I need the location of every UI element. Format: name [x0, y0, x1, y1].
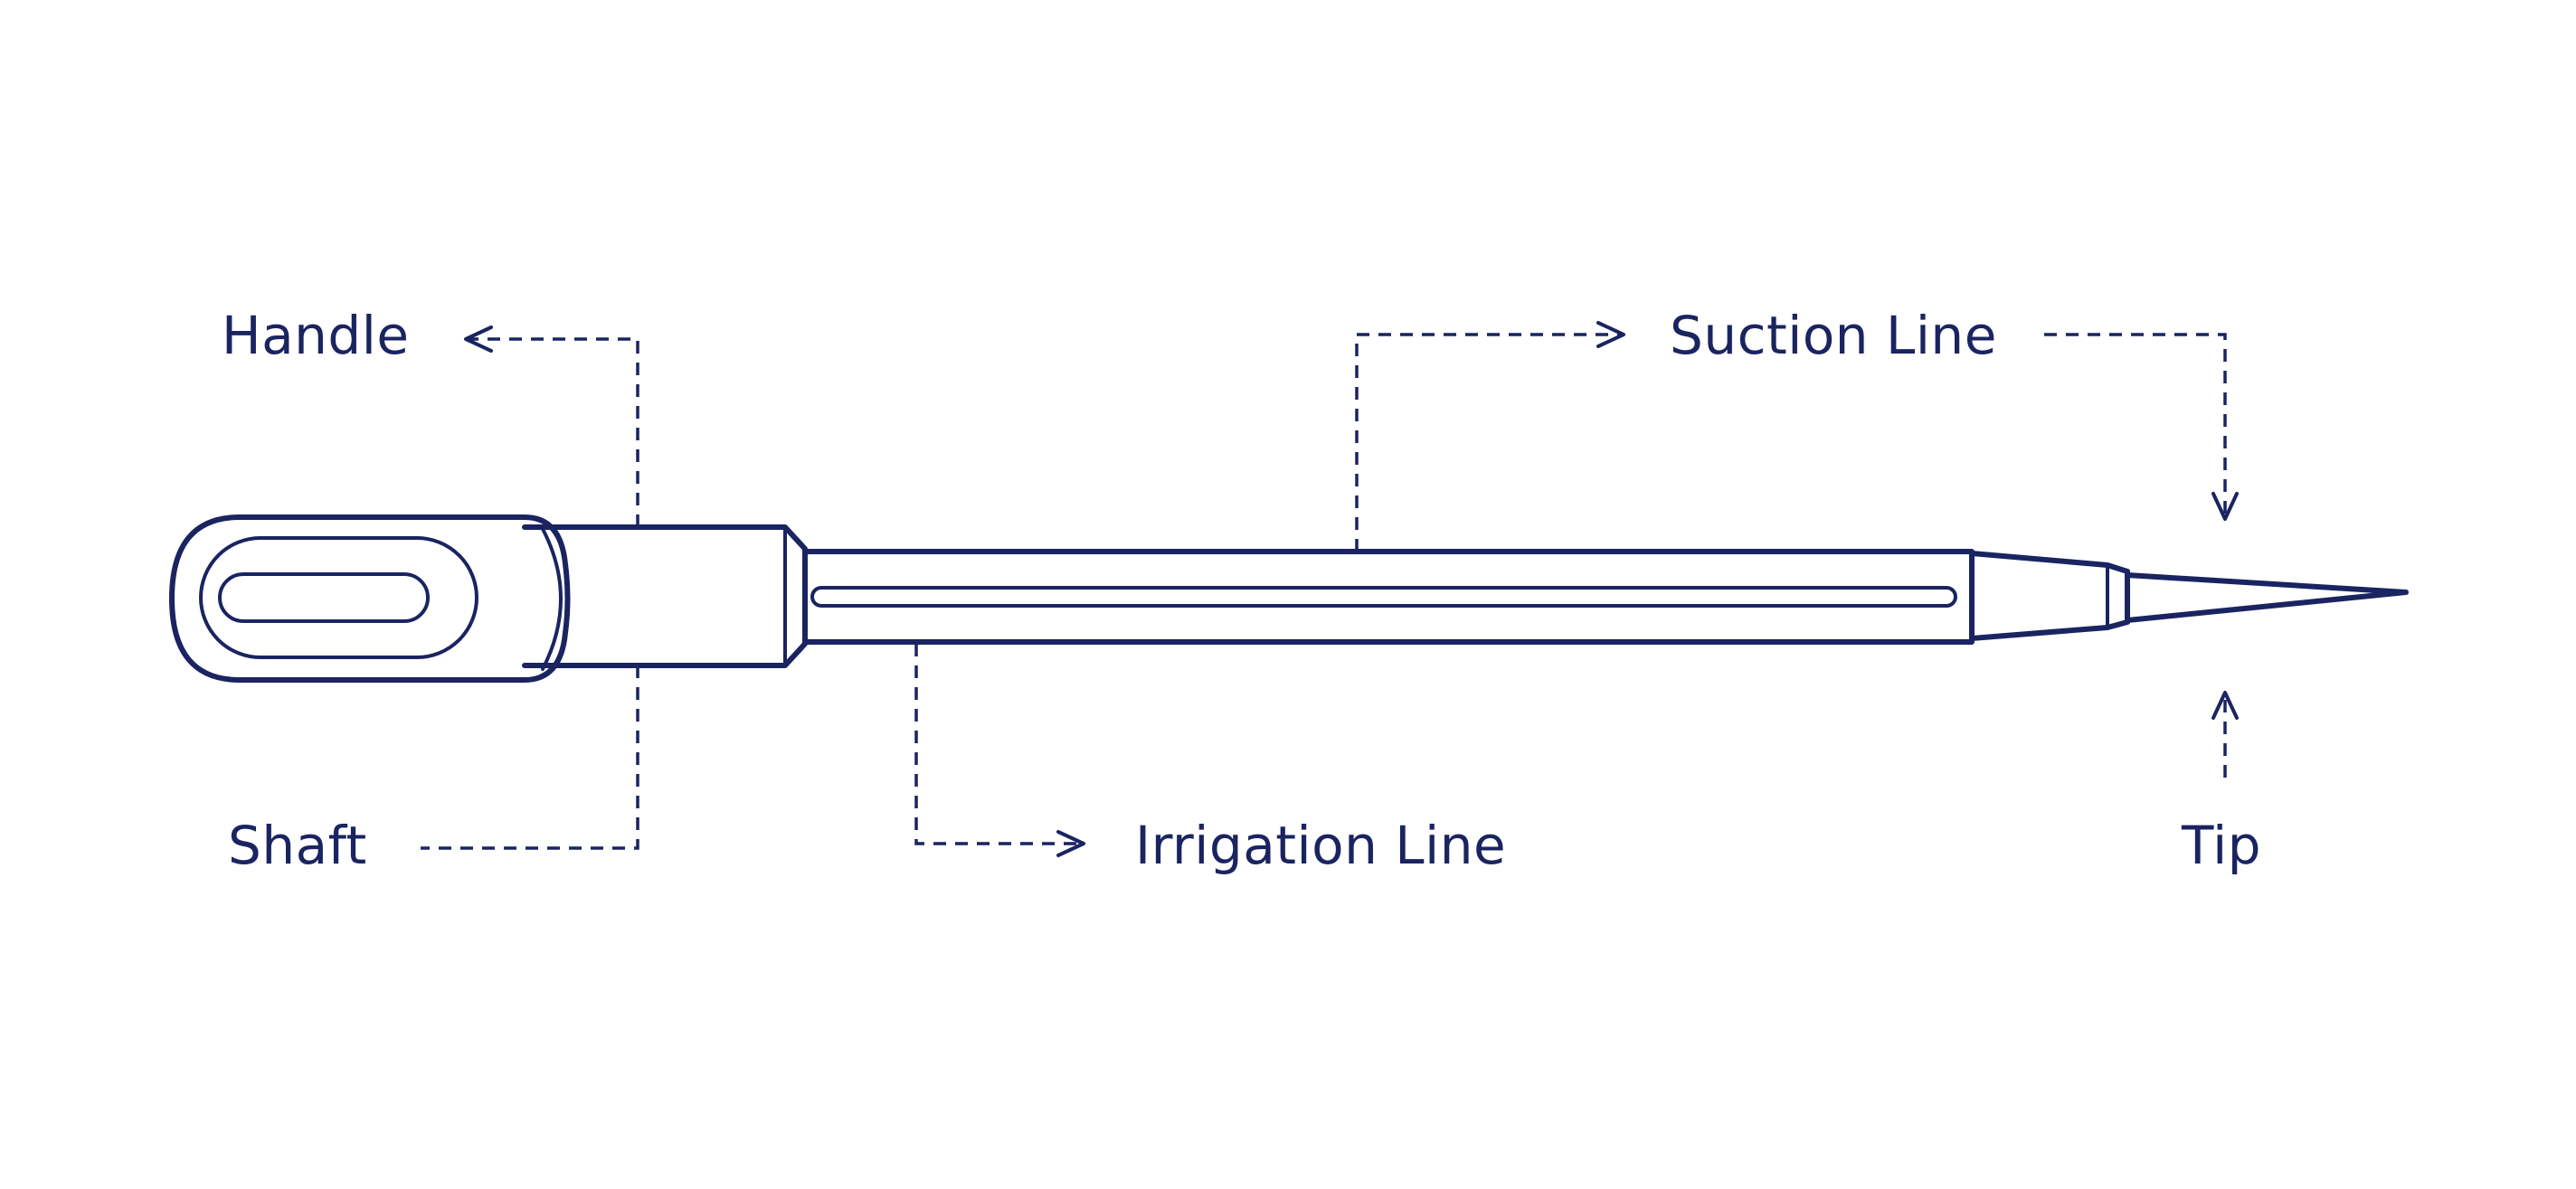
suction-leader-line	[1355, 333, 1624, 552]
tip-label: Tip	[2182, 815, 2262, 876]
irrigation-leader-arrowhead	[1056, 830, 1085, 857]
tip-top-leader-arrowhead	[2211, 492, 2239, 521]
tip-top-leader-line	[2044, 333, 2227, 517]
shaft-label: Shaft	[228, 815, 367, 876]
tip-bottom-leader-arrowhead	[2211, 691, 2239, 720]
handle-grip-inner-ring	[199, 536, 478, 659]
shaft-outline	[802, 549, 1975, 645]
handle-leader-line	[466, 337, 639, 527]
shaft-leader-line	[421, 665, 639, 850]
handle-grip-slot	[218, 572, 430, 623]
shaft-channel	[810, 586, 1957, 608]
handle-collar-curve	[541, 527, 563, 671]
irrigation-line-label: Irrigation Line	[1135, 815, 1507, 876]
handle-grip-outline	[169, 514, 571, 683]
irrigation-leader-line	[914, 644, 1084, 845]
handle-label: Handle	[222, 305, 410, 366]
suction-line-label: Suction Line	[1670, 305, 1997, 366]
tip-needle-outline	[2125, 572, 2409, 623]
handle-leader-arrowhead	[464, 326, 493, 353]
suction-leader-arrowhead	[1596, 321, 1625, 348]
tip-taper-outline	[1969, 551, 2130, 641]
